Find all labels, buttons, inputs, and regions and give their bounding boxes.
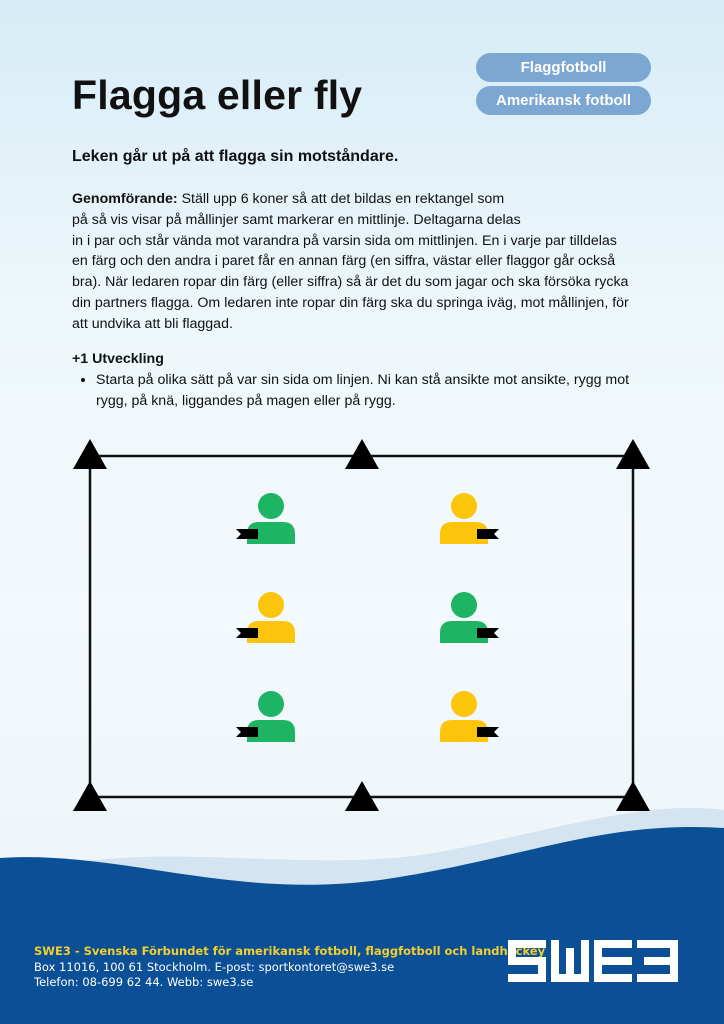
player-green-icon	[440, 592, 499, 643]
footer-phone: Telefon: 08-699 62 44. Webb: swe3.se	[34, 975, 254, 989]
footer: SWE3 - Svenska Förbundet för amerikansk …	[34, 944, 545, 991]
cone-icon	[73, 781, 107, 811]
footer-org: SWE3 - Svenska Förbundet för amerikansk …	[34, 944, 546, 958]
player-yellow-icon	[440, 691, 499, 742]
development-heading: +1 Utveckling	[72, 351, 164, 367]
player-green-icon	[236, 691, 295, 742]
flag-icon	[477, 529, 499, 539]
cone-icon	[616, 781, 650, 811]
player-yellow-icon	[440, 493, 499, 544]
description-text: Ställ upp 6 koner så att det bildas en r…	[177, 191, 505, 207]
page-title: Flagga eller fly	[72, 72, 363, 118]
flag-icon	[236, 727, 258, 737]
description-label: Genomförande:	[72, 191, 178, 207]
description-line: din partners flagga. Om ledaren inte rop…	[72, 294, 629, 311]
development-section: +1 Utveckling Starta på olika sätt på va…	[72, 349, 662, 411]
background-wave	[0, 826, 724, 1024]
description: Genomförande: Ställ upp 6 koner så att d…	[72, 189, 662, 335]
cone-icon	[73, 439, 107, 469]
cone-icon	[345, 439, 379, 469]
lead-text: Leken går ut på att flagga sin motstånda…	[72, 148, 399, 165]
description-line: bra). När ledaren ropar din färg (eller …	[72, 274, 629, 291]
footer-address: Box 11016, 100 61 Stockholm. E-post: spo…	[34, 959, 395, 974]
tag-flaggfotboll: Flaggfotboll	[476, 53, 651, 82]
flag-icon	[236, 628, 258, 638]
flag-icon	[477, 727, 499, 737]
description-line: på så vis visar på mållinjer samt marker…	[72, 211, 521, 228]
cone-icon	[345, 781, 379, 811]
flag-icon	[236, 529, 258, 539]
tag-amerikansk-fotboll: Amerikansk fotboll	[476, 86, 651, 115]
cone-icon	[616, 439, 650, 469]
player-yellow-icon	[236, 592, 295, 643]
player-green-icon	[236, 493, 295, 544]
description-line: en färg och den andra i paret får en ann…	[72, 253, 616, 270]
description-line: Genomförande: Ställ upp 6 koner så att d…	[72, 189, 662, 210]
field-boundary	[88, 454, 635, 799]
description-line: att undvika att bli flaggad.	[72, 315, 233, 332]
flag-icon	[477, 628, 499, 638]
swe3-logo	[508, 940, 678, 982]
description-line: in i par och står vända mot varandra på …	[72, 232, 617, 249]
development-item: Starta på olika sätt på var sin sida om …	[96, 370, 662, 412]
